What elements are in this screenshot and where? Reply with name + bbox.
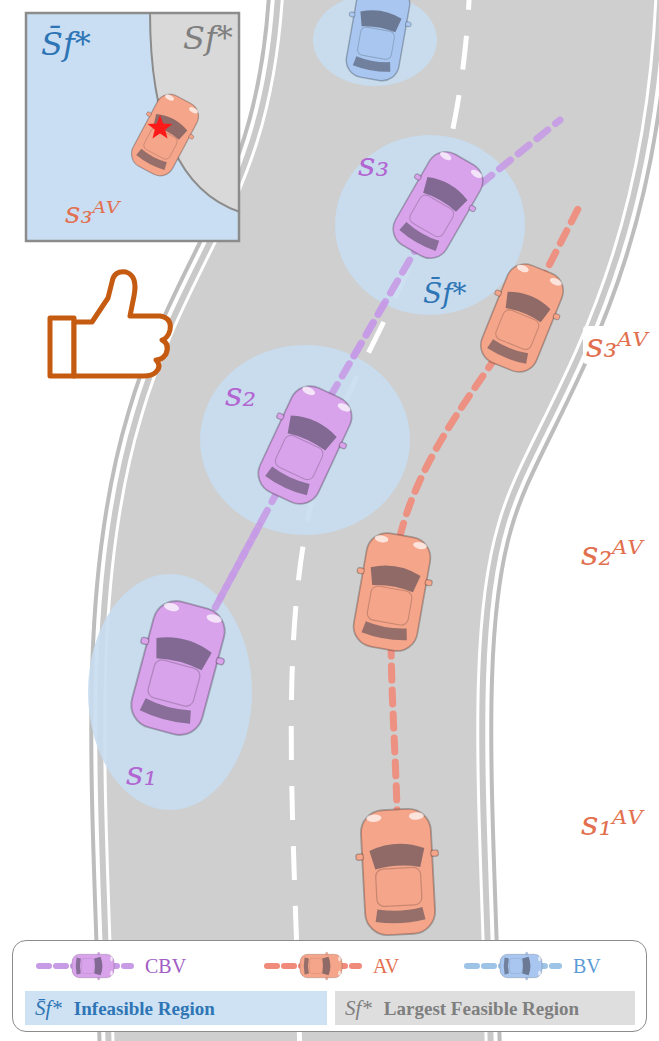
thumbs-up-icon [50, 272, 170, 376]
legend-text: BV [573, 956, 601, 976]
legend-symbol: S̄f* [35, 998, 62, 1019]
av-state-label: s₃ᴬⱽ [583, 326, 651, 364]
av-car [470, 256, 574, 379]
av-car [354, 807, 443, 936]
legend-car [300, 952, 342, 980]
legend-entry: AV [263, 951, 399, 981]
av-state-label: s₁ᴬⱽ [581, 806, 643, 840]
legend-entry: CBV [35, 951, 186, 981]
cbv-trajectory [170, 120, 560, 692]
feasible-region [25, 12, 240, 242]
legend-text: CBV [145, 956, 186, 976]
cbv-state-label: s₁ [126, 756, 157, 790]
av-car [345, 529, 440, 655]
infeasible-region-symbol: S̄f* [41, 28, 91, 60]
feasibility-inset: S̄f* Sf* s₃ᴬⱽ [25, 12, 240, 242]
infeasible-region-ellipse [200, 345, 410, 535]
infeasible-region [25, 12, 240, 242]
legend-car [500, 952, 542, 980]
inset-av-car [123, 87, 207, 182]
cbv-state-label: s₂ [225, 377, 256, 411]
legend-sample [463, 951, 563, 981]
bv-car [339, 0, 417, 84]
legend-entry: Sf* Largest Feasible Region [335, 991, 635, 1025]
legend-car [72, 952, 114, 980]
av-state-label: s₂ᴬⱽ [581, 536, 643, 570]
infeasible-region-ellipse [335, 135, 525, 315]
infeasible-region-symbol: S̄f* [423, 280, 467, 308]
legend-sample [35, 951, 135, 981]
inset-border [26, 13, 239, 241]
infeasible-region-ellipse [88, 574, 252, 810]
legend-swatch: Sf* Largest Feasible Region [335, 991, 635, 1025]
cbv-car [382, 142, 495, 268]
state-star [148, 115, 173, 139]
legend-symbol: Sf* [345, 998, 372, 1019]
legend-entry: BV [463, 951, 601, 981]
legend-box: CBV AV BV S̄f* Infeasible Region Sf* Largest F… [12, 940, 647, 1032]
legend-sample [263, 951, 363, 981]
cbv-state-label: s₃ [358, 147, 389, 181]
feasible-region-symbol: Sf* [183, 22, 233, 54]
legend-entry: S̄f* Infeasible Region [25, 991, 327, 1025]
legend-text: Infeasible Region [74, 999, 215, 1018]
cbv-car [246, 377, 363, 513]
cbv-car [120, 594, 237, 742]
legend-text: AV [373, 956, 399, 976]
legend-swatch: S̄f* Infeasible Region [25, 991, 327, 1025]
av-state-label: s₃ᴬⱽ [65, 198, 120, 228]
legend-text: Largest Feasible Region [384, 999, 579, 1018]
